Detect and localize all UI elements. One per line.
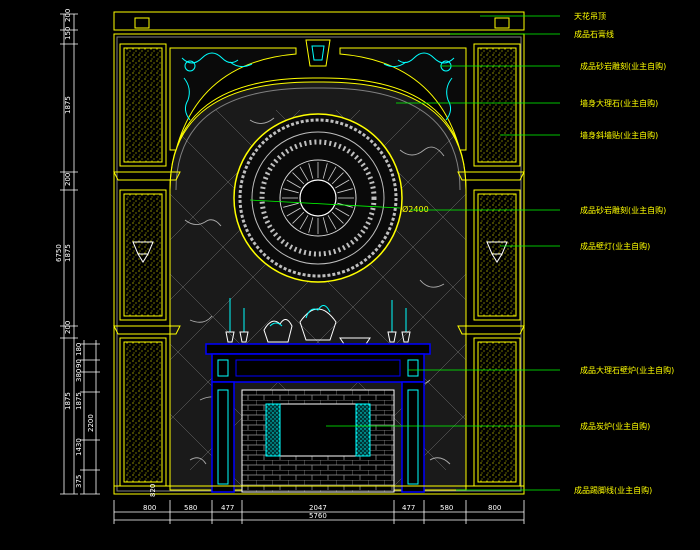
dim-left-1: 200 <box>64 9 72 22</box>
fireplace <box>205 343 431 493</box>
arch-outline <box>169 77 467 191</box>
label-medallion-carving: 成品砂岩雕刻(业主自购) <box>580 205 666 215</box>
left-dimensions-outer <box>60 13 78 495</box>
left-dimensions-inner <box>80 340 100 495</box>
spandrel-carving-left <box>169 47 297 151</box>
medallion-ray <box>308 163 314 179</box>
dim-inner-6: 375 <box>75 475 83 488</box>
dim-bottom-4: 2047 <box>309 504 327 512</box>
label-wall-tile: 墙身斜墙贴(业主自购) <box>580 130 658 140</box>
dim-left-4: 200 <box>64 173 72 186</box>
left-dim-labels-inner: 180 90 380 2200 1430 375 1875 820 <box>75 343 157 497</box>
dim-left-7: 1875 <box>64 392 72 410</box>
medallion-diameter-label: Ø2400 <box>402 204 429 214</box>
medallion-ray <box>322 163 328 179</box>
dim-inner-4: 2200 <box>87 414 95 432</box>
dim-inner-2: 90 <box>75 359 83 368</box>
medallion-ray <box>331 211 344 224</box>
medallion-ray <box>335 179 350 189</box>
dim-inner-1: 180 <box>75 343 83 356</box>
dim-bottom-7: 800 <box>488 504 501 512</box>
label-wall-marble: 墙身大理石(业主自购) <box>580 98 658 108</box>
dim-left-6: 200 <box>64 321 72 334</box>
label-sandstone-carving: 成品砂岩雕刻(业主自购) <box>580 61 666 71</box>
medallion-ray <box>292 211 305 224</box>
dim-left-total: 6750 <box>55 244 63 262</box>
skirting <box>114 485 524 495</box>
label-skirting: 成品踢脚线(业主自购) <box>574 485 652 495</box>
medallion-ray <box>299 215 309 230</box>
dim-inner-8: 820 <box>149 484 157 497</box>
label-wall-sconce: 成品壁灯(业主自购) <box>580 241 650 251</box>
bottom-dim-labels: 800 580 477 2047 477 580 800 5760 <box>143 504 501 520</box>
medallion-ray <box>283 202 299 208</box>
dim-bottom-5: 477 <box>402 504 415 512</box>
keystone <box>305 39 331 67</box>
medallion-leader <box>249 199 401 209</box>
medallion-ray <box>331 172 344 185</box>
label-plaster-line: 成品石膏线 <box>574 29 614 39</box>
dim-bottom-3: 477 <box>221 504 234 512</box>
dim-inner-5: 1430 <box>75 438 83 456</box>
medallion-ray <box>327 215 337 230</box>
round-medallion <box>233 113 403 283</box>
label-charcoal-stove: 成品炭炉(业主自购) <box>580 421 650 431</box>
medallion-ray <box>337 188 353 194</box>
dim-bottom-1: 800 <box>143 504 156 512</box>
wall-sconce-right <box>486 241 508 263</box>
label-ceiling: 天花吊顶 <box>574 11 606 21</box>
medallion-ray <box>322 217 328 233</box>
bottom-dimensions <box>113 500 525 524</box>
left-dim-labels-outer: 200 150 1875 200 1875 200 1875 6750 <box>55 9 72 410</box>
material-labels: 天花吊顶 成品石膏线 成品砂岩雕刻(业主自购) 墙身大理石(业主自购) 墙身斜墙… <box>574 11 674 495</box>
ceiling-band <box>113 11 525 31</box>
dim-left-2: 150 <box>64 27 72 40</box>
leader-lines <box>326 15 560 491</box>
side-panels <box>113 43 525 487</box>
label-marble-fireplace: 成品大理石壁炉(业主自购) <box>580 365 674 375</box>
dim-bottom-6: 580 <box>440 504 453 512</box>
dim-bottom-total: 5760 <box>309 512 327 520</box>
dim-bottom-2: 580 <box>184 504 197 512</box>
medallion-ray <box>292 172 305 185</box>
medallion-ray <box>308 217 314 233</box>
dim-inner-3: 380 <box>75 369 83 382</box>
medallion-ray <box>286 207 301 217</box>
medallion-ray <box>299 166 309 181</box>
dim-left-5: 1875 <box>64 244 72 262</box>
medallion-ray <box>335 207 350 217</box>
medallion-ray <box>327 166 337 181</box>
medallion-ray <box>283 188 299 194</box>
wall-sconce-left <box>132 241 154 263</box>
dim-inner-7: 1875 <box>75 392 83 410</box>
dim-left-3: 1875 <box>64 96 72 114</box>
medallion-ray <box>286 179 301 189</box>
